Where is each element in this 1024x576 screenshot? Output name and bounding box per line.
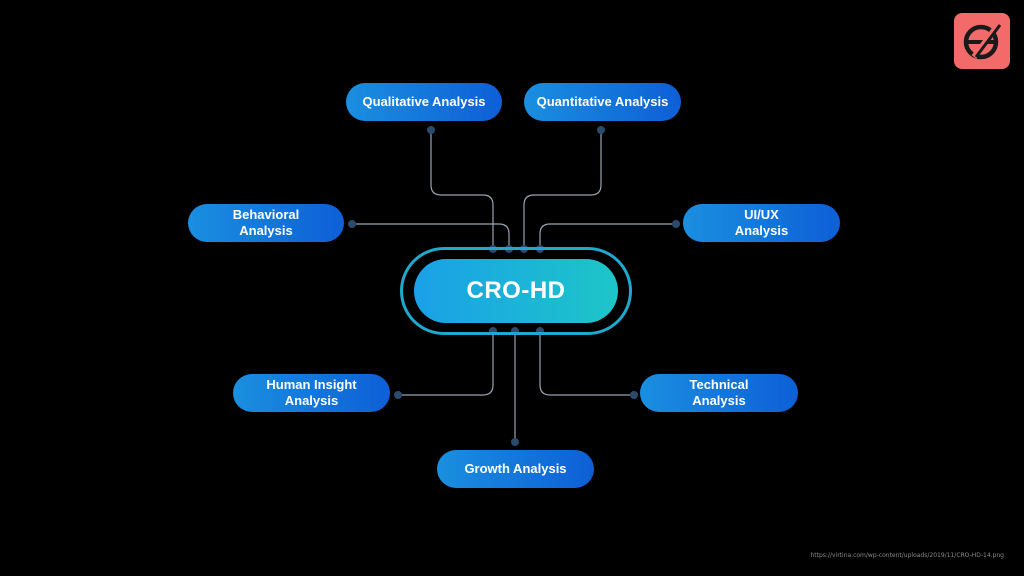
- node-human-insight-analysis: Human Insight Analysis: [233, 374, 390, 412]
- dot-uiux-end: [672, 220, 680, 228]
- dot-human-insight-end: [394, 391, 402, 399]
- connector-quantitative: [523, 130, 602, 248]
- brand-logo-icon: [954, 13, 1010, 69]
- node-uiux-analysis: UI/UX Analysis: [683, 204, 840, 242]
- dot-quantitative-end: [597, 126, 605, 134]
- node-quantitative-analysis: Quantitative Analysis: [524, 83, 681, 121]
- connector-uiux: [539, 223, 676, 248]
- connector-human-insight: [398, 331, 494, 396]
- node-growth-analysis: Growth Analysis: [437, 450, 594, 488]
- node-behavioral-analysis: Behavioral Analysis: [188, 204, 344, 242]
- center-ring: [400, 247, 632, 335]
- dot-growth-end: [511, 438, 519, 446]
- dot-technical-end: [630, 391, 638, 399]
- node-technical-analysis: Technical Analysis: [640, 374, 798, 412]
- node-qualitative-analysis: Qualitative Analysis: [346, 83, 502, 121]
- image-credit: https://virtina.com/wp-content/uploads/2…: [810, 552, 1004, 559]
- connector-technical: [539, 331, 634, 396]
- center-node: CRO-HD: [414, 259, 618, 323]
- connector-qualitative: [430, 130, 494, 248]
- dot-behavioral-end: [348, 220, 356, 228]
- connector-behavioral: [352, 223, 510, 248]
- dot-qualitative-end: [427, 126, 435, 134]
